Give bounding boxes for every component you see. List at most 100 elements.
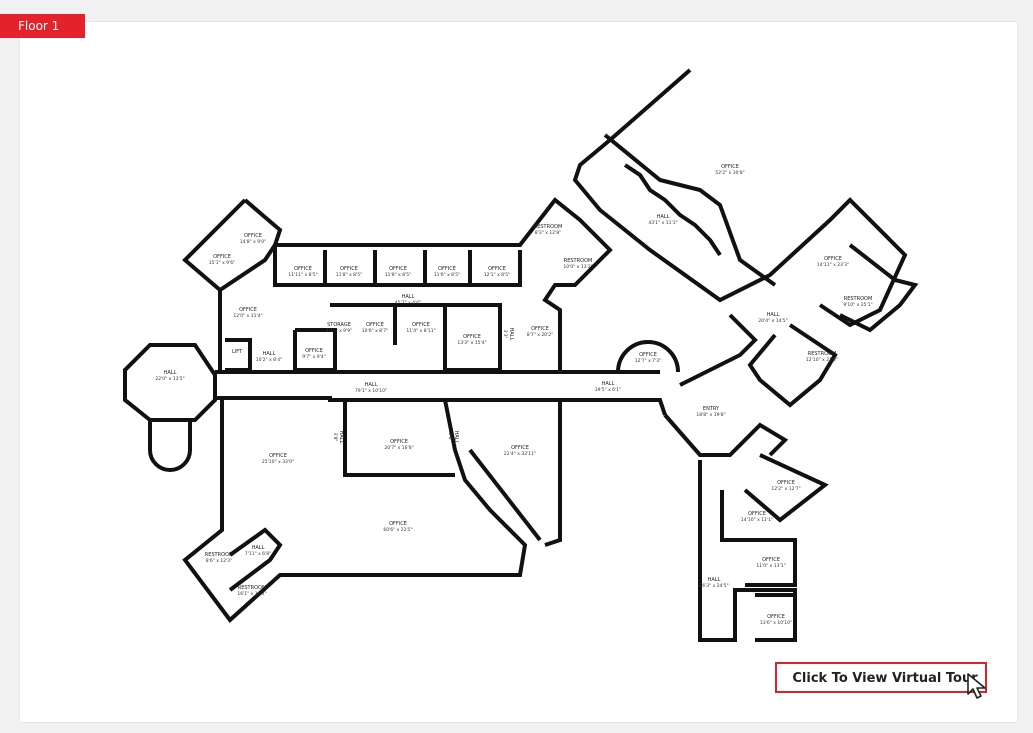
room-dimensions: 12'10" x 21'0" [806,357,838,363]
room-name: OFFICE [762,557,780,563]
room-dimensions: 18'8" x 19'8" [696,412,725,418]
room-name: OFFICE [531,326,549,332]
wall-curved-office [616,340,680,373]
room-dimensions: 14'11" x 23'3" [817,262,849,268]
room-dimensions: 12'7" x 7'3" [635,358,661,364]
room-dimensions: 9'10" x 25'1" [843,302,872,308]
room-name: HALL [263,351,276,357]
room-dimensions: 16'1" x 14'4" [237,591,266,597]
room-dimensions: 10'2" x 8'4" [256,357,282,363]
room-name: OFFICE [824,256,842,262]
room-name: HALL [708,577,721,583]
wall-south-diag [468,448,542,542]
room-name: OFFICE [389,266,407,272]
wall-south-restroom [228,527,283,592]
virtual-tour-button[interactable]: Click To View Virtual Tour [775,662,987,693]
room-dimensions: 79'1" x 10'10" [355,388,387,394]
room-name: OFFICE [389,521,407,527]
room-dimensions: 7'11" x 6'8" [245,551,271,557]
room-name: RESTROOM [238,585,267,591]
room-dimensions: 8'7" x 20'2" [527,332,553,338]
room-name: OFFICE [305,348,323,354]
room-name: OFFICE [340,266,358,272]
room-name: HALL [164,370,177,376]
room-dimensions: 12'1" x 8'5" [484,272,510,278]
room-name: LIFT [232,349,243,355]
room-dimensions: 16'3" x 24'5" [699,583,728,589]
room-name: HALL [338,431,344,444]
room-name: STORAGE [327,322,351,328]
room-dimensions: 45'7" x 4'6" [395,300,421,306]
room-name: RESTROOM [844,296,873,302]
room-name: RESTROOM [205,552,234,558]
room-dimensions: 11'11" x 8'5" [288,272,317,278]
room-dimensions: 39'5" x 6'1" [595,387,621,393]
floor-tab[interactable]: Floor 1 [0,14,85,38]
room-name: HALL [602,381,615,387]
room-name: OFFICE [777,480,795,486]
room-dimensions: 13'6" x 10'10" [760,620,792,626]
room-name: OFFICE [488,266,506,272]
room-dimensions: 3'3" [502,329,508,338]
wall-west-upper [243,197,613,370]
wall-main-hall-bottom [215,396,667,416]
room-dimensions: 60'6" x 22'5" [383,527,412,533]
room-name: HALL [402,294,415,300]
room-name: RESTROOM [808,351,837,357]
room-dimensions: 9'7" x 9'4" [302,354,326,360]
room-name: OFFICE [438,266,456,272]
room-dimensions: 11'6" x 8'5" [434,272,460,278]
room-dimensions: 4'11" x 9'9" [326,328,352,334]
room-dimensions: 12'0" x 11'4" [233,313,262,319]
room-name: OFFICE [463,334,481,340]
room-dimensions: 22'4" x 32'11" [504,451,536,457]
room-dimensions: 11'8" x 8'5" [385,272,411,278]
room-name: OFFICE [748,511,766,517]
wall-south-west [182,399,528,623]
room-dimensions: 52'2" x 30'8" [715,170,744,176]
room-dimensions: 8'6" x 12'3" [206,558,232,564]
room-name: OFFICE [721,164,739,170]
wall-se-offices [720,490,797,587]
wall-ne-stagger [623,163,722,257]
wall-office-row [273,245,522,287]
room-dimensions: 20'4" x 14'5" [758,318,787,324]
wall-ne-outer [572,68,908,328]
room-name: OFFICE [269,453,287,459]
room-r24: LIFT [232,349,243,355]
room-name: HALL [252,545,265,551]
room-dimensions: 12'2" x 12'7" [771,486,800,492]
wall-ne-restroom [839,243,919,333]
room-dimensions: 8'3" x 12'8" [535,230,561,236]
room-dimensions: 11'8" x 8'5" [336,272,362,278]
wall-se-entry [663,413,789,457]
wall-south-inner [343,400,455,477]
room-dimensions: 3'8" [447,432,453,441]
room-name: OFFICE [213,254,231,260]
wall-lift [225,338,252,372]
room-dimensions: 22'0" x 13'5" [155,376,184,382]
room-dimensions: 11'4" x 8'11" [406,328,435,334]
wall-south-office [465,398,562,547]
